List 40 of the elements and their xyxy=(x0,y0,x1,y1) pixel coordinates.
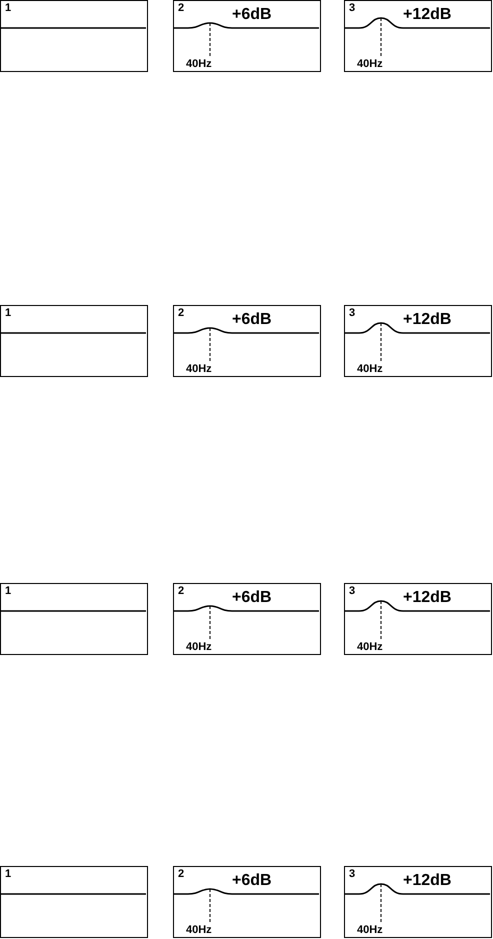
panel-number: 1 xyxy=(5,868,12,880)
frequency-label: 40Hz xyxy=(357,641,383,654)
eq-panel xyxy=(173,866,321,938)
eq-panel xyxy=(0,866,148,938)
eq-panel xyxy=(344,583,492,655)
panel-number: 2 xyxy=(178,2,184,14)
panel-number: 3 xyxy=(349,2,356,14)
eq-panel xyxy=(0,0,148,72)
frequency-label: 40Hz xyxy=(186,363,212,376)
frequency-label: 40Hz xyxy=(186,58,212,71)
frequency-label: 40Hz xyxy=(357,363,383,376)
gain-label: +6dB xyxy=(232,872,272,890)
gain-label: +6dB xyxy=(232,589,272,607)
panel-number: 1 xyxy=(5,2,12,14)
gain-label: +6dB xyxy=(232,311,272,329)
panel-number: 1 xyxy=(5,307,12,319)
eq-panel xyxy=(173,305,321,377)
eq-panel xyxy=(344,305,492,377)
panel-number: 2 xyxy=(178,868,184,880)
gain-label: +6dB xyxy=(232,6,272,24)
panel-number: 3 xyxy=(349,307,356,319)
gain-label: +12dB xyxy=(403,589,452,607)
eq-panel xyxy=(344,0,492,72)
panel-number: 3 xyxy=(349,585,356,597)
panel-number: 1 xyxy=(5,585,12,597)
eq-panel xyxy=(344,866,492,938)
frequency-label: 40Hz xyxy=(357,924,383,937)
gain-label: +12dB xyxy=(403,311,452,329)
eq-panel xyxy=(173,0,321,72)
panel-number: 2 xyxy=(178,307,184,319)
eq-panel xyxy=(173,583,321,655)
gain-label: +12dB xyxy=(403,6,452,24)
gain-label: +12dB xyxy=(403,872,452,890)
panel-number: 2 xyxy=(178,585,184,597)
eq-panel xyxy=(0,305,148,377)
frequency-label: 40Hz xyxy=(357,58,383,71)
frequency-label: 40Hz xyxy=(186,641,212,654)
eq-panel xyxy=(0,583,148,655)
frequency-label: 40Hz xyxy=(186,924,212,937)
panel-number: 3 xyxy=(349,868,356,880)
